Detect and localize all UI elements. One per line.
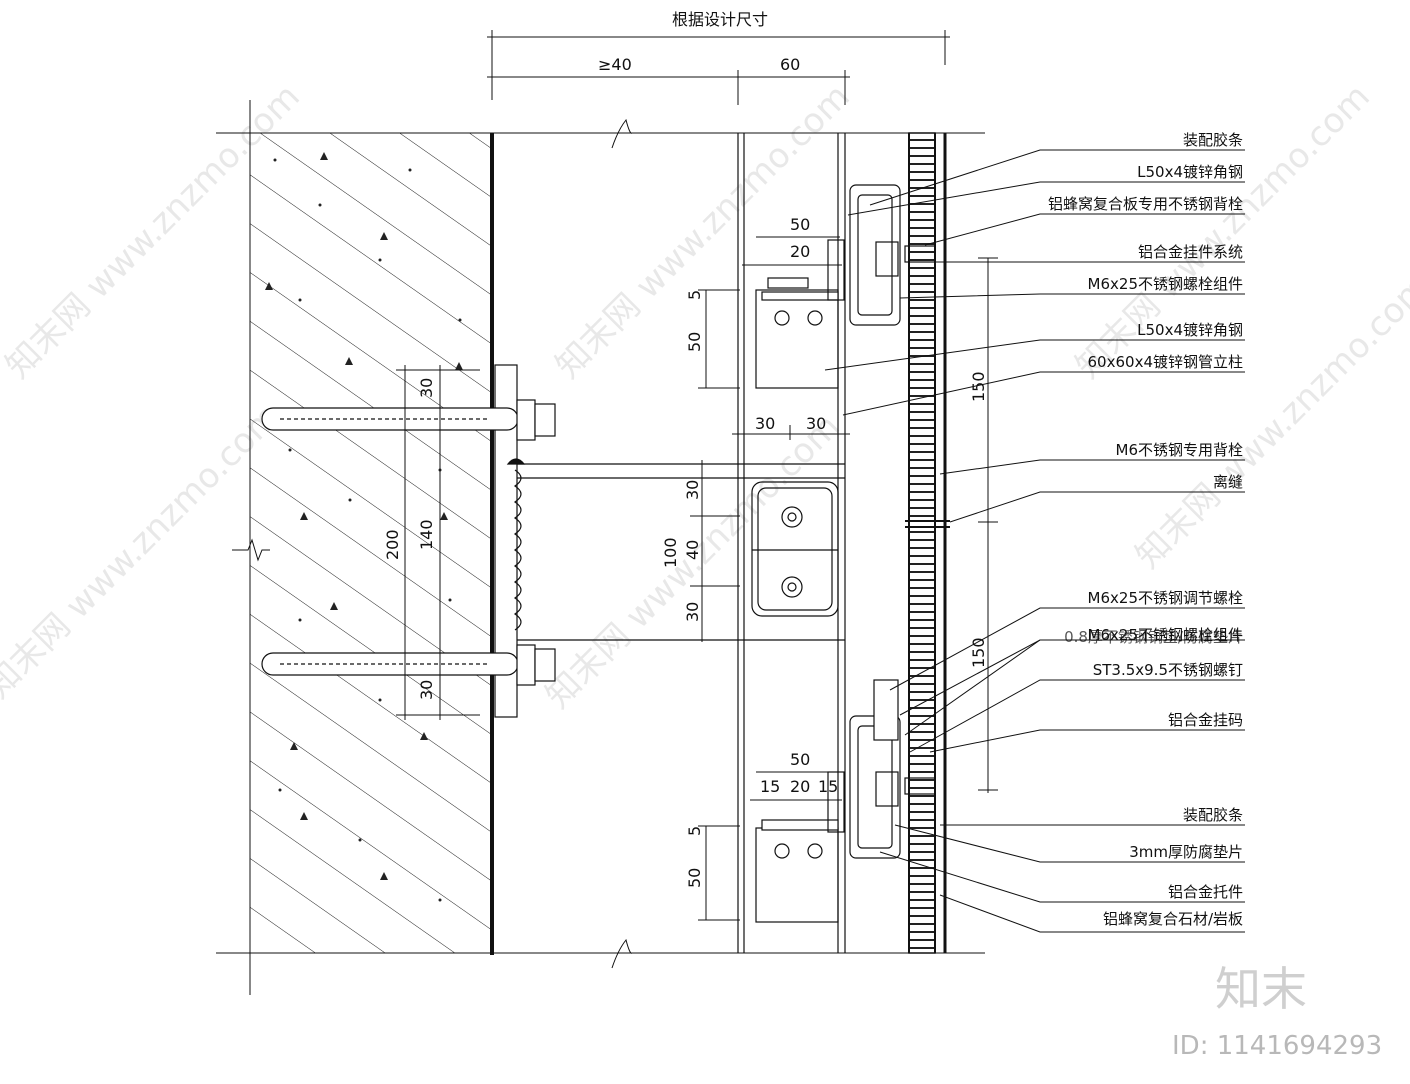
callout-label: 装配胶条 bbox=[1183, 131, 1243, 149]
callout-label: M6x25不锈钢调节螺栓 bbox=[1088, 589, 1243, 607]
dim-lower-5: 5 bbox=[685, 826, 704, 836]
section-break-lines bbox=[216, 118, 985, 969]
dim-tube-width: 60 bbox=[780, 55, 800, 74]
callout-label: L50x4镀锌角钢 bbox=[1137, 163, 1243, 181]
dim-upper-20: 20 bbox=[790, 242, 810, 261]
dim-30-right: 30 bbox=[806, 414, 826, 433]
chemical-anchor-assembly bbox=[261, 364, 845, 718]
dim-joint-30-top: 30 bbox=[683, 480, 702, 500]
dim-lower-20: 20 bbox=[790, 777, 810, 796]
callout-label: 铝蜂窝复合板专用不锈钢背栓 bbox=[1048, 195, 1243, 213]
callout-label: 铝合金挂码 bbox=[1168, 711, 1243, 729]
dim-embed-30-top: 30 bbox=[417, 378, 436, 398]
dim-right-150-top: 150 bbox=[969, 371, 988, 402]
watermark-text: 知末网 www.znzmo.com bbox=[0, 397, 288, 707]
brand-id: ID: 1141694293 bbox=[1172, 1031, 1382, 1061]
callout-label: 装配胶条 bbox=[1183, 806, 1243, 824]
callout-label: 0.8厚不锈钢铜垫/防腐垫片 bbox=[1064, 628, 1243, 646]
dimension-texts: 根据设计尺寸 ≥40 60 50 20 5 50 30 30 30 200 14… bbox=[383, 10, 988, 888]
dim-right-150-bottom: 150 bbox=[969, 637, 988, 668]
dim-joint-100: 100 bbox=[661, 537, 680, 568]
callout-leaders bbox=[824, 149, 1245, 933]
dim-30-left: 30 bbox=[755, 414, 775, 433]
concrete-wall bbox=[232, 100, 494, 995]
callout-label: 60x60x4镀锌钢管立柱 bbox=[1088, 353, 1243, 371]
watermark-text: 知末网 www.znzmo.com bbox=[538, 407, 848, 717]
callout-label: 铝合金托件 bbox=[1168, 883, 1243, 901]
dimension-lines bbox=[396, 30, 998, 921]
callout-label: ST3.5x9.5不锈钢螺钉 bbox=[1093, 661, 1243, 679]
brand-logo: 知末 bbox=[1215, 962, 1307, 1016]
honeycomb-stone-panel bbox=[905, 132, 950, 954]
dim-embed-30-bottom: 30 bbox=[417, 680, 436, 700]
dim-upper-50-v: 50 bbox=[685, 332, 704, 352]
callout-label: L50x4镀锌角钢 bbox=[1137, 321, 1243, 339]
watermark-text: 知末网 www.znzmo.com bbox=[1128, 267, 1410, 577]
steel-tube-post bbox=[737, 133, 846, 953]
callout-labels: 装配胶条 L50x4镀锌角钢 铝蜂窝复合板专用不锈钢背栓 铝合金挂件系统 M6x… bbox=[1048, 131, 1243, 928]
callout-label: 离缝 bbox=[1213, 473, 1243, 491]
callout-label: 铝蜂窝复合石材/岩板 bbox=[1103, 910, 1243, 928]
dim-lower-15b: 15 bbox=[818, 777, 838, 796]
dim-joint-40: 40 bbox=[683, 540, 702, 560]
dim-lower-50: 50 bbox=[790, 750, 810, 769]
callout-label: M6不锈钢专用背栓 bbox=[1116, 441, 1244, 459]
dim-upper-50: 50 bbox=[790, 215, 810, 234]
callout-label: M6x25不锈钢螺栓组件 bbox=[1088, 275, 1243, 293]
dim-embed-140: 140 bbox=[417, 519, 436, 550]
dim-lower-15a: 15 bbox=[760, 777, 780, 796]
dim-overall: 根据设计尺寸 bbox=[672, 10, 768, 29]
dim-joint-30-bottom: 30 bbox=[683, 602, 702, 622]
branding: 知末 ID: 1141694293 bbox=[1172, 962, 1382, 1061]
callout-label: 3mm厚防腐垫片 bbox=[1129, 843, 1243, 861]
dim-lower-50-v: 50 bbox=[685, 868, 704, 888]
callout-label: 铝合金挂件系统 bbox=[1138, 243, 1243, 261]
dim-upper-5: 5 bbox=[685, 290, 704, 300]
dim-min-gap: ≥40 bbox=[598, 55, 632, 74]
callout-label: M6x25不锈钢螺栓组件 bbox=[1088, 626, 1243, 644]
dim-embed-200: 200 bbox=[383, 529, 402, 560]
